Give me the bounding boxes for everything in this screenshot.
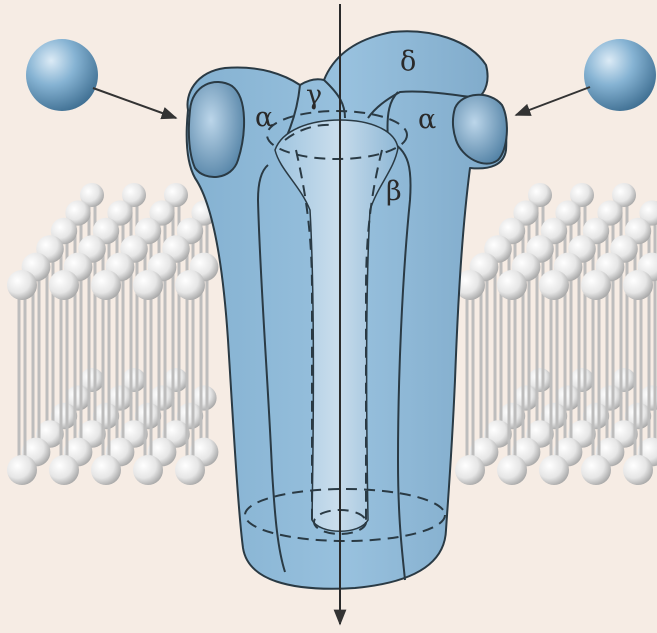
left-binding-pocket	[189, 82, 244, 177]
label-alpha-left: α	[255, 102, 273, 133]
label-alpha-right: α	[418, 104, 436, 135]
ligand-sphere-icon	[584, 39, 656, 111]
receptor-protein	[187, 31, 507, 588]
label-delta: δ	[400, 46, 416, 77]
binding-arrow-icon	[516, 87, 590, 115]
label-beta: β	[386, 176, 402, 207]
binding-arrow-icon	[93, 88, 176, 118]
label-gamma: γ	[306, 80, 322, 111]
ligand-sphere-icon	[26, 39, 98, 111]
